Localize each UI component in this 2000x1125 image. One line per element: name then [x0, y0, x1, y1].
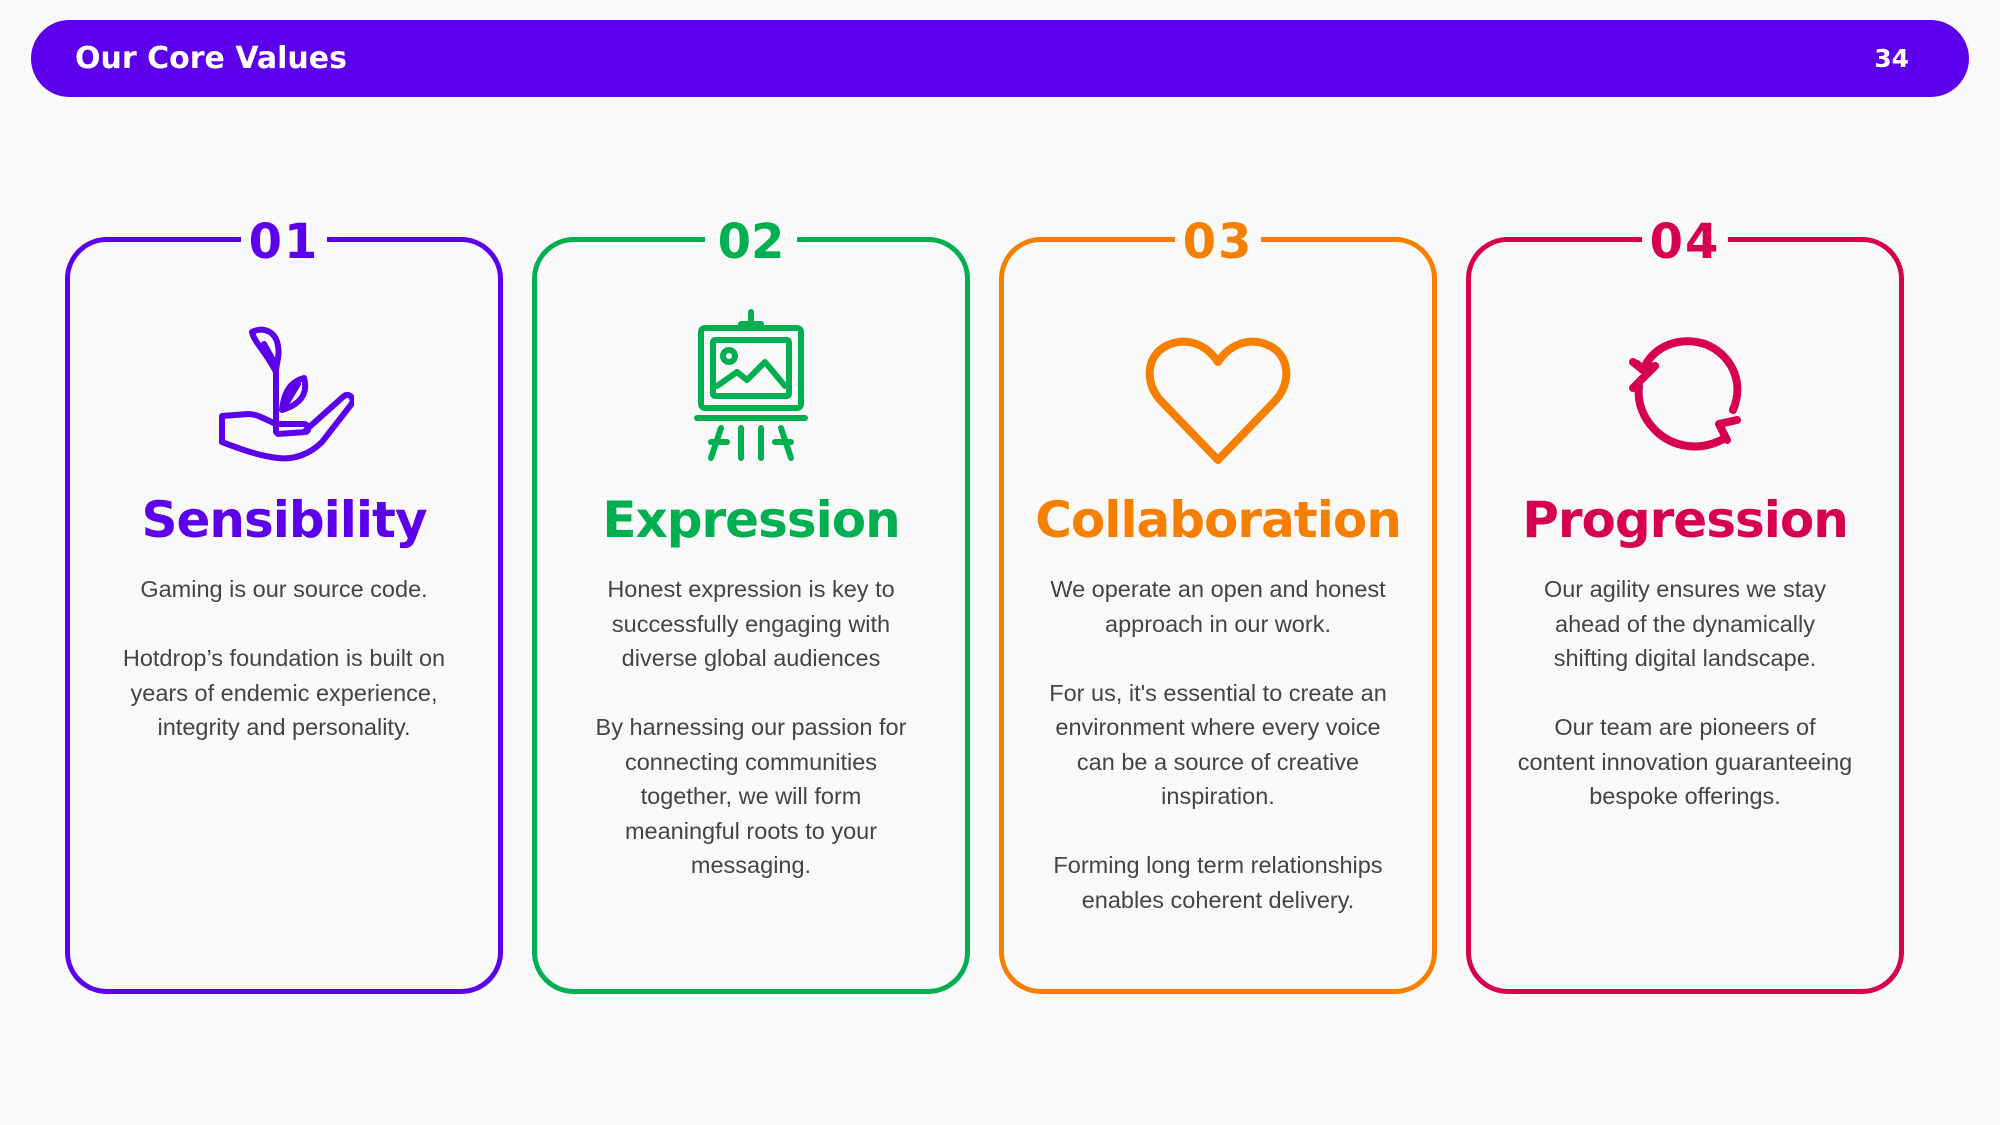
card-paragraph: Gaming is our source code.: [140, 576, 428, 602]
heart-icon: [1138, 292, 1298, 472]
card-number: 02: [705, 207, 797, 277]
card-paragraph: For us, it's essential to create an envi…: [1049, 679, 1387, 810]
value-card-expression: 02 Expression Honest expression is key t…: [532, 207, 970, 994]
card-paragraph: Our agility ensures we stay ahead of the…: [1543, 576, 1827, 671]
header-bar: Our Core Values 34: [31, 20, 1969, 97]
card-title: Progression: [1522, 491, 1849, 549]
page-title: Our Core Values: [75, 41, 347, 76]
card-paragraph: Forming long term relationships enables …: [1053, 852, 1383, 913]
value-card-collaboration: 03 Collaboration We operate an open and …: [999, 207, 1437, 994]
card-body: Honest expression is key to successfully…: [582, 572, 920, 883]
easel-painting-icon: [681, 292, 821, 472]
card-title: Sensibility: [141, 491, 427, 549]
card-title: Collaboration: [1035, 491, 1402, 549]
card-body: Gaming is our source code. Hotdrop’s fou…: [115, 572, 453, 745]
value-card-sensibility: 01 Sensibility Gaming is our source code…: [65, 207, 503, 994]
page-number: 34: [1874, 44, 1909, 73]
card-paragraph: By harnessing our passion for connecting…: [595, 714, 907, 878]
card-paragraph: Honest expression is key to successfully…: [607, 576, 895, 671]
card-number: 03: [1175, 207, 1261, 347]
card-title: Expression: [602, 491, 900, 549]
card-body: We operate an open and honest approach i…: [1049, 572, 1387, 917]
card-number: 04: [1642, 207, 1728, 347]
plant-in-hand-icon: [214, 292, 356, 472]
card-paragraph: We operate an open and honest approach i…: [1050, 576, 1386, 637]
card-number: 01: [241, 207, 327, 347]
card-paragraph: Hotdrop’s foundation is built on years o…: [122, 645, 446, 740]
value-card-progression: 04 Progression Our agility ensures we st…: [1466, 207, 1904, 994]
refresh-arrows-icon: [1615, 292, 1755, 472]
card-paragraph: Our team are pioneers of content innovat…: [1517, 714, 1853, 809]
card-body: Our agility ensures we stay ahead of the…: [1516, 572, 1854, 814]
